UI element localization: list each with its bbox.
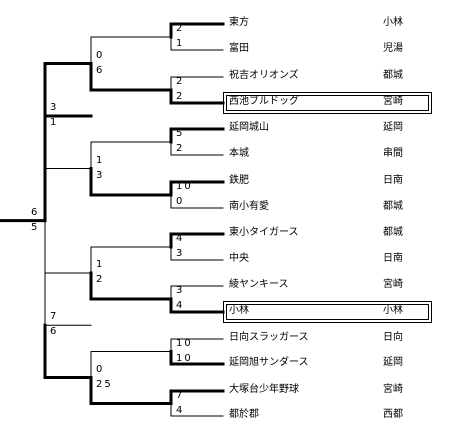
score-top: 1 [96,154,105,166]
score-bottom: 4 [176,300,185,311]
team-area: 西都 [383,409,403,420]
team-name: 南小有愛 [229,201,269,212]
score-bottom: 2 [176,91,185,102]
team-area: 児湯 [383,43,403,54]
highlight-box [223,92,432,114]
highlight-box [223,301,432,323]
team-name: 大塚台少年野球 [229,384,299,395]
team-name: 西池ブルドッグ [229,96,299,107]
score-bottom: 2 [176,143,185,154]
score-bottom: 1 [176,38,185,49]
team-area: 都城 [383,201,403,212]
team-area: 小林 [383,305,403,316]
score-bottom: 2 [96,274,105,285]
score-bottom: 3 [96,169,105,181]
score-top: 7 [176,389,185,401]
team-area: 宮崎 [383,279,403,290]
team-name: 日向スラッガース [229,332,309,343]
team-name: 中央 [229,253,249,264]
team-area: 日南 [383,175,403,186]
team-name: 本城 [229,148,249,159]
score-top: 5 [176,128,185,139]
score-top: 6 [31,206,40,218]
team-name: 鉄肥 [229,175,249,186]
team-name: 祝吉オリオンズ [229,70,299,81]
team-area: 延岡 [383,122,403,133]
team-area: 宮崎 [383,96,403,107]
team-area: 宮崎 [383,384,403,395]
team-area: 串間 [383,148,403,159]
score-top: 2 [176,23,185,34]
score-bottom: 25 [96,378,113,390]
score-bottom: 10 [176,352,193,364]
team-area: 日向 [383,332,403,343]
team-name: 小林 [229,305,249,316]
score-bottom: 4 [176,404,185,416]
score-bottom: 5 [31,221,40,233]
score-bottom: 1 [50,117,59,128]
team-name: 延岡城山 [229,122,269,133]
score-top: 4 [176,233,185,244]
team-name: 綾ヤンキース [229,279,289,290]
team-area: 都城 [383,227,403,238]
score-bottom: 6 [50,326,59,338]
score-top: 10 [176,337,193,349]
team-area: 小林 [383,17,403,28]
score-bottom: 0 [176,196,185,207]
team-area: 日南 [383,253,403,264]
team-name: 都於郡 [229,409,259,420]
score-top: 0 [96,363,105,375]
score-top: 3 [50,102,59,113]
score-top: 7 [50,311,59,323]
score-top: 0 [96,49,105,61]
score-top: 1 [96,259,105,270]
team-name: 富田 [229,43,249,54]
score-top: 3 [176,285,185,296]
team-name: 東方 [229,17,249,28]
score-bottom: 3 [176,248,185,259]
team-area: 都城 [383,70,403,81]
team-name: 東小タイガース [229,227,299,238]
score-top: 10 [176,181,193,192]
score-top: 2 [176,76,185,87]
score-bottom: 6 [96,64,105,76]
team-name: 延岡旭サンダース [229,357,309,368]
team-area: 延岡 [383,357,403,368]
